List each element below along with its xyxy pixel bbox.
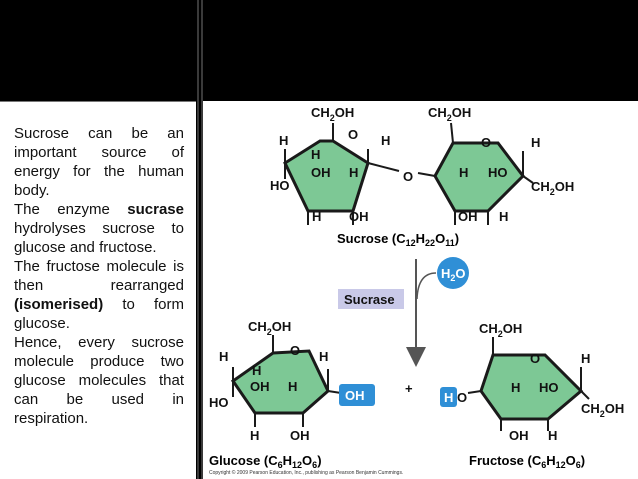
text-run: Hence, every sucrose molecule produce tw… xyxy=(14,334,184,427)
fructose-caption: Fructose (C6H12O6) xyxy=(469,453,585,470)
glucose-caption: Glucose (C6H12O6) xyxy=(209,453,322,470)
ho-label: HO xyxy=(488,165,508,180)
sucrose-caption: Sucrose (C12H22O11) xyxy=(337,231,459,248)
ring-oxygen-label: O xyxy=(481,135,491,150)
enzyme-label: Sucrase xyxy=(344,292,395,307)
h-label: H xyxy=(581,351,590,366)
text-run: The fructose molecule is then rearranged xyxy=(14,258,184,294)
sucrose-ch2oh-right-label: CH2OH xyxy=(531,179,574,197)
text-run: Sucrose can be an important source of en… xyxy=(14,125,184,199)
h-label: H xyxy=(288,379,297,394)
h-label: H xyxy=(548,428,557,443)
text-paragraph: The enzyme sucrase hydrolyses sucrose to… xyxy=(14,200,184,257)
h-label: H xyxy=(511,380,520,395)
glucose-molecule: CH2OH O H H OH H H HO OH H OH Glucose (C… xyxy=(209,319,375,470)
fructose-h-highlight xyxy=(440,387,457,407)
sucrose-ch2oh-top-label: CH2OH xyxy=(428,105,471,123)
glucose-oh-highlight xyxy=(339,384,375,406)
oh-label: OH xyxy=(290,428,310,443)
fructose-ch2oh-top-label: CH2OH xyxy=(479,321,522,339)
text-paragraph: Sucrose can be an important source of en… xyxy=(14,124,184,200)
ring-oxygen-label: O xyxy=(348,127,358,142)
h-label: H xyxy=(381,133,390,148)
column-divider xyxy=(201,0,203,479)
ho-label: HO xyxy=(270,178,290,193)
h-label: H xyxy=(319,349,328,364)
reaction-diagram: CH2OH O H H OH H H HO H OH O CH2OH O H H… xyxy=(209,105,624,476)
glucose-ch2oh-label: CH2OH xyxy=(248,319,291,337)
copyright-notice: Copyright © 2009 Pearson Education, Inc.… xyxy=(209,469,403,476)
water-bubble xyxy=(437,257,469,289)
text-paragraph: The fructose molecule is then rearranged… xyxy=(14,257,184,333)
h-highlight-label: H xyxy=(444,390,453,405)
text-run: hydrolyses sucrose to glucose and fructo… xyxy=(14,220,184,256)
h-label: H xyxy=(252,363,261,378)
text-run: The enzyme xyxy=(14,201,128,218)
bold-term: sucrase xyxy=(127,201,184,218)
h-label: H xyxy=(459,165,468,180)
ring-oxygen-label: O xyxy=(530,351,540,366)
oh-label: OH xyxy=(250,379,270,394)
h-label: H xyxy=(311,147,320,162)
oh-label: OH xyxy=(349,209,369,224)
h-label: H xyxy=(499,209,508,224)
ring-oxygen-label: O xyxy=(290,343,300,358)
glucose-ring xyxy=(230,349,330,415)
text-paragraph: Hence, every sucrose molecule produce tw… xyxy=(14,333,184,428)
o-label: O xyxy=(457,390,467,405)
text-panel: Sucrose can be an important source of en… xyxy=(0,101,196,479)
oh-label: OH xyxy=(311,165,331,180)
oh-label: OH xyxy=(458,209,478,224)
h-label: H xyxy=(250,428,259,443)
reaction-arrow-group: H2O Sucrase xyxy=(338,257,469,367)
oh-label: OH xyxy=(509,428,529,443)
h-label: H xyxy=(219,349,228,364)
sucrose-hydrolysis-figure: CH2OH O H H OH H H HO H OH O CH2OH O H H… xyxy=(203,101,638,479)
oh-highlight-label: OH xyxy=(345,388,365,403)
bold-term: (isomerised) xyxy=(14,296,104,313)
h-label: H xyxy=(349,165,358,180)
sucrose-fructose-ring xyxy=(433,141,525,213)
water-input-arc xyxy=(416,272,437,300)
plus-sign: + xyxy=(405,381,413,396)
h-label: H xyxy=(531,135,540,150)
water-label: H2O xyxy=(441,266,466,283)
text-body: Sucrose can be an important source of en… xyxy=(14,124,184,428)
enzyme-box xyxy=(338,289,404,309)
glycosidic-oxygen-label: O xyxy=(403,169,413,184)
column-divider xyxy=(197,0,199,479)
sucrose-ch2oh-label: CH2OH xyxy=(311,105,354,123)
title-band-left xyxy=(0,0,196,101)
ho-label: HO xyxy=(539,380,559,395)
sucrose-molecule: CH2OH O H H OH H H HO H OH O CH2OH O H H… xyxy=(270,105,574,248)
title-band-right xyxy=(203,0,638,101)
h-label: H xyxy=(312,209,321,224)
text-run: to form glucose. xyxy=(14,296,184,332)
h-label: H xyxy=(279,133,288,148)
ho-label: HO xyxy=(209,395,229,410)
fructose-ch2oh-right-label: CH2OH xyxy=(581,401,624,419)
fructose-molecule: CH2OH O H H HO CH2OH H O OH H Fructose (… xyxy=(440,321,624,470)
